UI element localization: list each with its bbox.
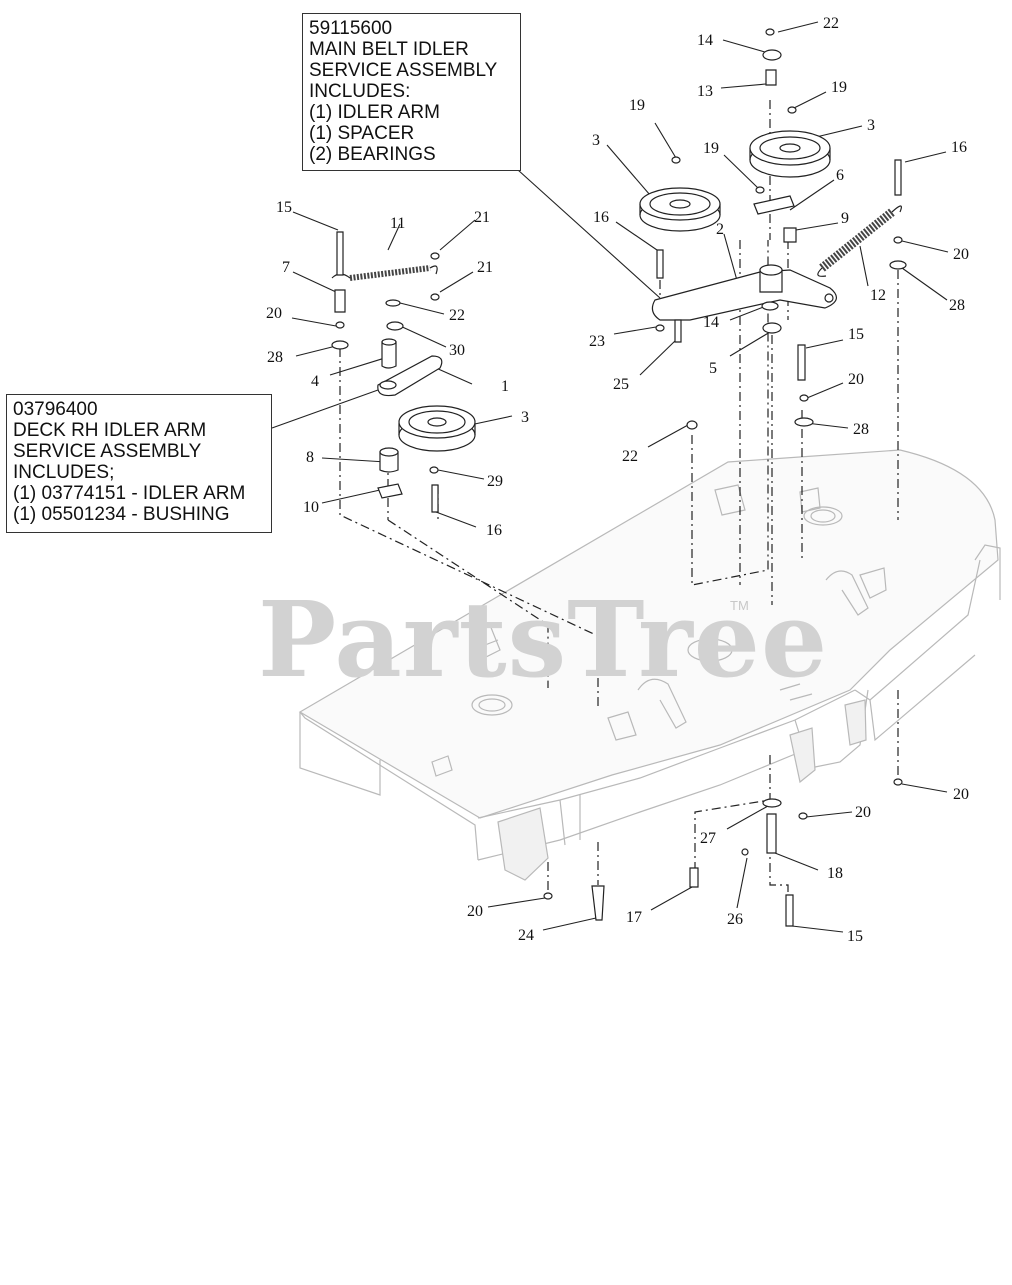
part-label: 20	[953, 246, 969, 263]
part-label: 4	[311, 373, 319, 390]
part-label: 19	[703, 140, 719, 157]
callout-line: 59115600	[309, 18, 393, 39]
part-label: 20	[855, 804, 871, 821]
part-label: 2	[716, 221, 724, 238]
callout-line: (2) BEARINGS	[309, 144, 436, 165]
part-label: 9	[841, 210, 849, 227]
idler-pulley-lower	[398, 405, 476, 452]
callout-line: (1) 03774151 - IDLER ARM	[13, 483, 246, 504]
part-label: 13	[697, 83, 713, 100]
mower-deck	[298, 449, 1001, 881]
idler-pulley-upper-left	[639, 187, 721, 232]
part-label: 19	[629, 97, 645, 114]
main-idler-arm	[651, 269, 837, 321]
part-label: 19	[831, 79, 847, 96]
part-label: 3	[521, 409, 529, 426]
part-label: 12	[870, 287, 886, 304]
part-label: 14	[703, 314, 719, 331]
part-label: 16	[593, 209, 609, 226]
part-label: 23	[589, 333, 605, 350]
callout-line: (1) 05501234 - BUSHING	[13, 504, 230, 525]
part-label: 1	[501, 378, 509, 395]
part-label: 18	[827, 865, 843, 882]
part-label: 11	[390, 215, 405, 232]
part-label: 26	[727, 911, 743, 928]
part-label: 22	[823, 15, 839, 32]
callout-line: 03796400	[13, 399, 98, 420]
part-label: 21	[477, 259, 493, 276]
callout-line: INCLUDES:	[309, 81, 411, 102]
spring-12	[819, 208, 895, 272]
part-label: 17	[626, 909, 642, 926]
part-label: 27	[700, 830, 716, 847]
part-label: 29	[487, 473, 503, 490]
part-label: 15	[848, 326, 864, 343]
part-label: 20	[953, 786, 969, 803]
part-label: 7	[282, 259, 290, 276]
callout-deck-rh-idler-arm-assembly: 03796400 DECK RH IDLER ARM SERVICE ASSEM…	[6, 394, 272, 533]
trademark-symbol: TM	[730, 598, 749, 613]
callout-line: SERVICE ASSEMBLY	[309, 60, 498, 81]
callout-line: INCLUDES;	[13, 462, 115, 483]
part-label: 14	[697, 32, 713, 49]
part-label: 3	[867, 117, 875, 134]
part-label: 25	[613, 376, 629, 393]
part-labels: 22 14 13 19 19 19 3 3 3 16 16 16 6 9 2 2…	[266, 15, 969, 945]
callout-main-belt-idler-assembly: 59115600 MAIN BELT IDLER SERVICE ASSEMBL…	[302, 13, 521, 171]
idler-pulley-upper-right	[749, 130, 831, 178]
spring-11	[349, 265, 431, 281]
part-label: 15	[847, 928, 863, 945]
part-label: 10	[303, 499, 319, 516]
part-label: 20	[848, 371, 864, 388]
part-label: 6	[836, 167, 844, 184]
part-label: 20	[467, 903, 483, 920]
part-label: 28	[267, 349, 283, 366]
callout-line: MAIN BELT IDLER	[309, 39, 469, 60]
part-label: 22	[449, 307, 465, 324]
leader-lines	[271, 21, 949, 933]
callout-line: (1) IDLER ARM	[309, 102, 440, 123]
callout-line: DECK RH IDLER ARM	[13, 420, 207, 441]
part-label: 3	[592, 132, 600, 149]
part-label: 15	[276, 199, 292, 216]
part-label: 28	[949, 297, 965, 314]
part-label: 30	[449, 342, 465, 359]
part-label: 21	[474, 209, 490, 226]
part-label: 28	[853, 421, 869, 438]
part-label: 24	[518, 927, 534, 944]
callout-line: (1) SPACER	[309, 123, 415, 144]
part-label: 16	[486, 522, 502, 539]
parts	[331, 28, 907, 927]
part-label: 20	[266, 305, 282, 322]
part-label: 16	[951, 139, 967, 156]
watermark: PartsTree	[258, 578, 829, 701]
part-label: 8	[306, 449, 314, 466]
callout-line: SERVICE ASSEMBLY	[13, 441, 202, 462]
part-label: 22	[622, 448, 638, 465]
part-label: 5	[709, 360, 717, 377]
